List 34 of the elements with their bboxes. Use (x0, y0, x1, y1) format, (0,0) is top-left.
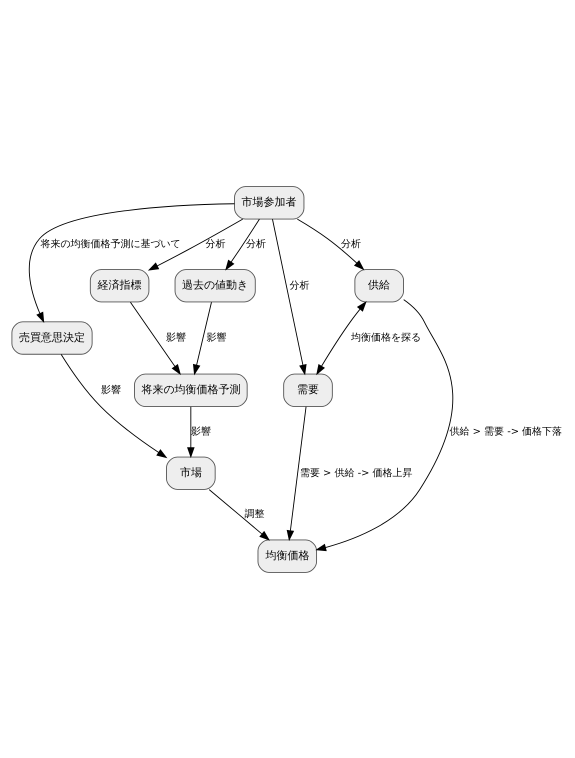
arrow (286, 406, 306, 541)
arrow (187, 406, 195, 458)
node-box: 市場 (166, 456, 216, 490)
arrow (315, 298, 454, 551)
arrow (225, 218, 260, 270)
edge-label: 影響 (166, 332, 186, 344)
node-box: 市場参加者 (234, 186, 304, 219)
node-box: 経済指標 (90, 268, 150, 302)
node-box: 供給 (354, 268, 404, 302)
node-box: 過去の値動き (174, 268, 256, 302)
edge-label: 需要 > 供給 -> 価格上昇 (300, 467, 413, 478)
arrow (148, 218, 244, 270)
arrow (296, 218, 364, 270)
arrow (208, 488, 270, 540)
edge-label: 影響 (206, 332, 227, 344)
node-box: 均衡価格 (258, 539, 318, 572)
arrow (272, 218, 307, 375)
edge-label: 影響 (101, 384, 122, 396)
edge-label: 均衡価格を探る (350, 332, 421, 344)
edge-label: 分析 (340, 238, 361, 250)
edge-label: 供給 > 需要 -> 価格下落 (449, 426, 562, 437)
node-box: 売買意思決定 (11, 320, 93, 354)
edge-label: 分析 (246, 238, 266, 250)
node-box: 需要 (283, 373, 333, 406)
edge-label: 将来の均衡価格予測に基づいて (40, 238, 181, 250)
arrow (192, 301, 212, 375)
edge-label: 調整 (244, 508, 264, 520)
node-box: 将来の均衡価格予測 (134, 373, 248, 406)
arrow (28, 202, 235, 323)
arrow (60, 354, 168, 458)
edge-label: 分析 (206, 238, 226, 250)
arrow (316, 300, 367, 375)
arrow (130, 301, 181, 375)
edge-label: 分析 (289, 280, 310, 291)
